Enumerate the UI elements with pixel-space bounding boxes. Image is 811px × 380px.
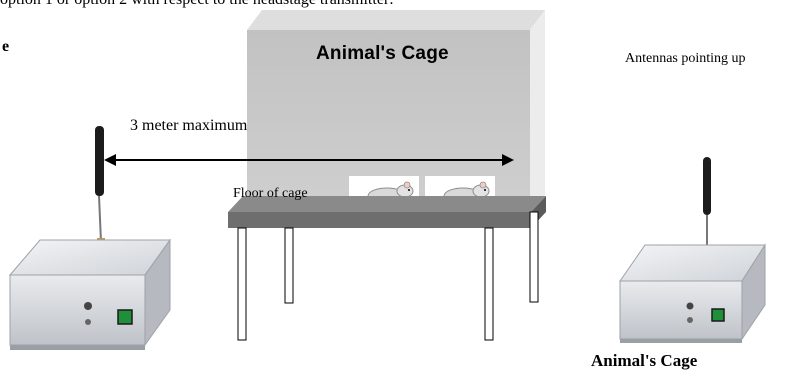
cage-side-face <box>530 10 545 210</box>
option-letter: e <box>2 38 9 56</box>
table-leg <box>530 212 538 302</box>
antenna-icon <box>95 126 105 244</box>
cage-title: Animal's Cage <box>316 43 449 65</box>
floor-label: Floor of cage <box>233 186 308 202</box>
distance-label: 3 meter maximum <box>130 117 247 135</box>
table-leg <box>485 228 493 340</box>
receiver-box-icon <box>620 157 765 343</box>
antenna-icon <box>703 157 711 252</box>
power-switch <box>118 310 132 324</box>
animal-cage <box>247 10 545 210</box>
table-front-edge <box>228 212 531 228</box>
power-switch <box>712 309 724 321</box>
table-leg <box>238 228 246 340</box>
table <box>228 196 546 340</box>
antennas-note: Antennas pointing up <box>625 51 746 67</box>
cage-top-face <box>247 10 545 30</box>
bottom-cage-title: Animal's Cage <box>591 351 697 371</box>
top-caption: option 1 or option 2 with respect to the… <box>0 0 394 9</box>
table-leg <box>285 228 293 303</box>
